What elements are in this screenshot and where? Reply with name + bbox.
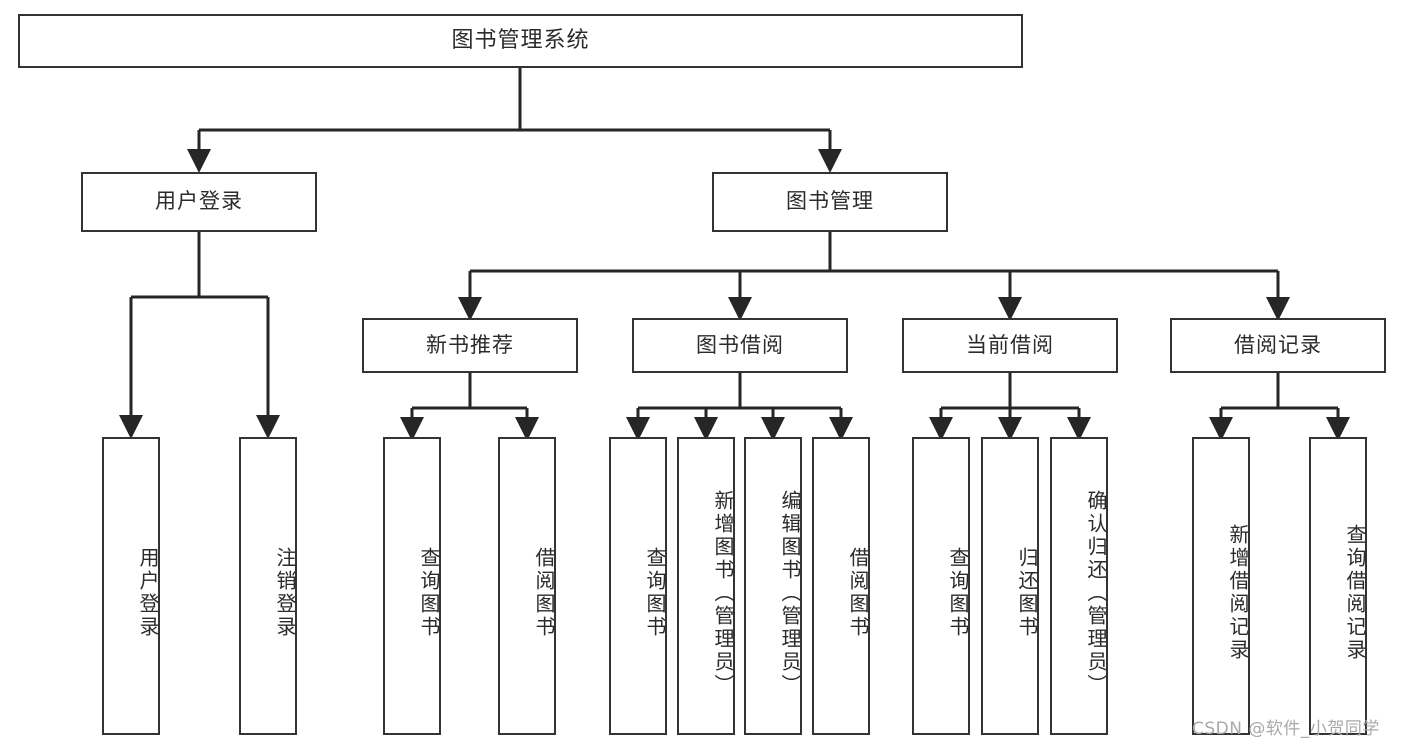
- leaf-query-borrow-record[interactable]: 查询借阅记录: [1309, 437, 1367, 735]
- node-book-borrow[interactable]: 图书借阅: [632, 318, 848, 373]
- leaf-add-book[interactable]: 新增图书（管理员）: [677, 437, 735, 735]
- leaf-add-borrow-record[interactable]: 新增借阅记录: [1192, 437, 1250, 735]
- node-borrow-record[interactable]: 借阅记录: [1170, 318, 1386, 373]
- leaf-query-book-borrow[interactable]: 查询图书: [609, 437, 667, 735]
- node-root[interactable]: 图书管理系统: [18, 14, 1023, 68]
- node-book-manage[interactable]: 图书管理: [712, 172, 948, 232]
- leaf-borrow-book-recommend[interactable]: 借阅图书: [498, 437, 556, 735]
- leaf-query-book-current[interactable]: 查询图书: [912, 437, 970, 735]
- leaf-edit-book[interactable]: 编辑图书（管理员）: [744, 437, 802, 735]
- leaf-query-book-recommend[interactable]: 查询图书: [383, 437, 441, 735]
- leaf-logout[interactable]: 注销登录: [239, 437, 297, 735]
- leaf-return-book[interactable]: 归还图书: [981, 437, 1039, 735]
- node-user-login[interactable]: 用户登录: [81, 172, 317, 232]
- leaf-confirm-return[interactable]: 确认归还（管理员）: [1050, 437, 1108, 735]
- node-current-borrow[interactable]: 当前借阅: [902, 318, 1118, 373]
- leaf-user-login[interactable]: 用户登录: [102, 437, 160, 735]
- leaf-borrow-book[interactable]: 借阅图书: [812, 437, 870, 735]
- csdn-watermark: CSDN @软件_小贺同学: [1192, 719, 1380, 739]
- node-new-book-recommend[interactable]: 新书推荐: [362, 318, 578, 373]
